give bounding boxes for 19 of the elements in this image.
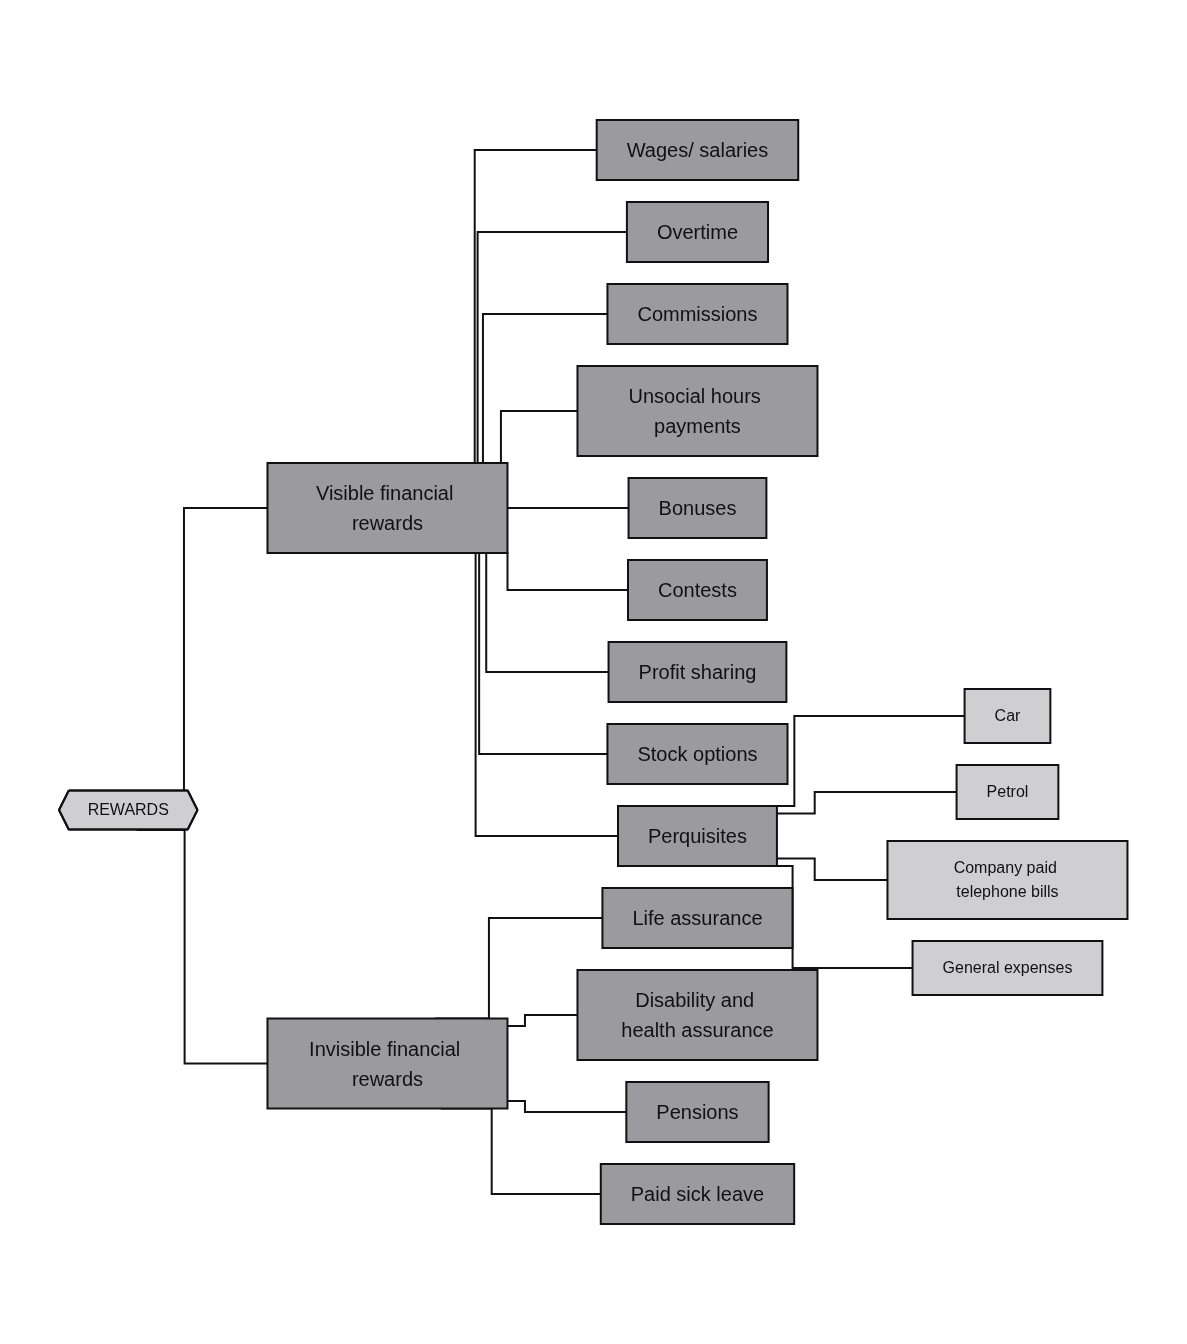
node-box: Car xyxy=(963,688,1052,744)
node-box: Contests xyxy=(627,559,769,621)
node-box: Unsocial hours payments xyxy=(576,365,819,457)
node-box: Visible financial rewards xyxy=(266,462,509,554)
node-box: Pensions xyxy=(625,1081,770,1143)
node-box: Invisible financial rewards xyxy=(266,1017,509,1110)
node-box: Petrol xyxy=(955,764,1060,820)
node-box: Company paid telephone bills xyxy=(886,840,1129,920)
node-box: Overtime xyxy=(626,201,770,263)
node-box: Stock options xyxy=(606,723,789,785)
node-box: Paid sick leave xyxy=(600,1163,796,1225)
node-box: Life assurance xyxy=(601,887,794,949)
node-box: Perquisites xyxy=(617,805,779,867)
node-box: Commissions xyxy=(606,283,789,345)
node-box: Disability and health assurance xyxy=(576,969,819,1061)
node-box: General expenses xyxy=(911,940,1104,996)
node-box: Wages/ salaries xyxy=(595,119,800,181)
node-box: Bonuses xyxy=(627,477,768,539)
node-box: Profit sharing xyxy=(607,641,788,703)
